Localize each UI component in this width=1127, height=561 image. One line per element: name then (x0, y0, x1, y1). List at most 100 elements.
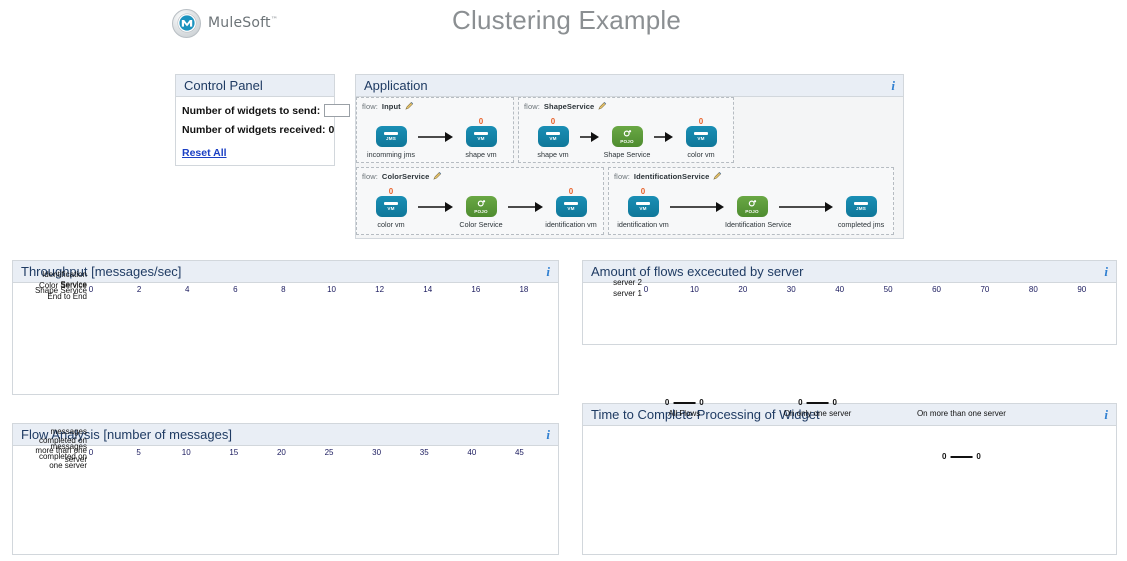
tick-label: 50 (883, 285, 893, 294)
category-label: messages completed on one server (38, 442, 87, 471)
brand-name: MuleSoft™ (208, 15, 278, 31)
throughput-header: Throughput [messages/sec] i (13, 261, 558, 283)
info-icon[interactable]: i (546, 426, 550, 442)
reset-all-link[interactable]: Reset All (182, 147, 227, 159)
pencil-edit-icon[interactable] (433, 171, 442, 182)
category-label: Identification Service (42, 270, 87, 289)
pencil-edit-icon[interactable] (598, 101, 607, 112)
info-icon[interactable]: i (1104, 263, 1108, 279)
tick-label: 6 (233, 285, 238, 294)
tick-label: 14 (423, 285, 433, 294)
time-to-complete-title: Time to Complete Processing of Widget (591, 407, 820, 422)
tick-label: 10 (327, 285, 336, 294)
tick-label: 20 (276, 448, 286, 457)
category-label: All Flows (668, 409, 701, 418)
flow-arrow (670, 202, 724, 212)
flows-by-server-header: Amount of flows excecuted by server i (583, 261, 1116, 283)
tick-label: 40 (467, 448, 477, 457)
page-title: Clustering Example (452, 5, 682, 35)
flow-node-badge (725, 187, 779, 196)
flow-node-vm-icon: VM (685, 126, 717, 147)
flow-node-badge (600, 117, 654, 126)
tick-label: 0 (88, 285, 94, 294)
flow-arrow (418, 202, 453, 212)
flow-node-label: Identification Service (725, 220, 792, 229)
tick-label: 80 (1028, 285, 1038, 294)
flow-node-pojo-icon: POJO (611, 126, 643, 147)
application-panel-title: Application (364, 78, 428, 93)
tick-label: 90 (1077, 285, 1087, 294)
flow-node-label: Shape Service (603, 150, 651, 159)
flow-node[interactable]: POJO Shape Service (600, 117, 654, 159)
flow-node-tag: POJO (745, 209, 759, 214)
tick-label: 20 (738, 285, 748, 294)
flow-name: Input (381, 102, 401, 111)
pencil-edit-icon[interactable] (405, 101, 414, 112)
category-label: On more than one server (916, 409, 1006, 418)
tick-label: 30 (372, 448, 382, 457)
info-icon[interactable]: i (891, 77, 895, 93)
tick-label: 45 (514, 448, 524, 457)
info-icon[interactable]: i (546, 263, 550, 279)
info-icon[interactable]: i (1104, 406, 1108, 422)
flows-by-server-title: Amount of flows excecuted by server (591, 264, 804, 279)
widgets-received-label: Number of widgets received: 0 (182, 124, 335, 136)
widgets-to-send-input[interactable] (324, 104, 351, 117)
flow-arrow (418, 132, 453, 142)
flow-label: flow:Input (357, 98, 513, 111)
control-panel-body: Number of widgets to send: Number of wid… (176, 97, 364, 165)
flow-node-label: color vm (687, 150, 715, 159)
widgets-to-send-label: Number of widgets to send: (182, 104, 321, 117)
flow-node-badge (364, 117, 418, 126)
flow-node-badge: 0 (698, 117, 704, 126)
category-label: server 2 (613, 277, 642, 287)
flow-node-tag: VM (697, 136, 705, 141)
flow-name: IdentificationService (633, 172, 710, 181)
time-marker-line (950, 455, 973, 458)
pencil-edit-icon[interactable] (713, 171, 722, 182)
tick-label: 70 (980, 285, 990, 294)
flow-node-label: color vm (377, 220, 405, 229)
flow-node-jms-icon: JMS (375, 126, 407, 147)
category-label: server 1 (613, 288, 642, 298)
flow-node[interactable]: POJO Identification Service (725, 187, 792, 229)
flow-name: ColorService (381, 172, 430, 181)
flow-arrow (779, 202, 833, 212)
flow-node-tag: POJO (620, 139, 634, 144)
time-marker-min: 0 (798, 398, 803, 407)
time-marker-line (806, 401, 829, 404)
flow-node-pojo-icon: POJO (736, 196, 768, 217)
flow-node-label: shape vm (537, 150, 569, 159)
time-marker-max: 0 (976, 452, 981, 461)
control-panel-header: Control Panel (176, 75, 334, 97)
time-marker-max: 0 (832, 398, 837, 407)
tick-label: 18 (519, 285, 529, 294)
tick-label: 8 (281, 285, 286, 294)
flow-node-badge: 0 (568, 187, 574, 196)
time-marker-min: 0 (941, 452, 947, 461)
flow-node-label: Color Service (459, 220, 503, 229)
flow-node-badge: 0 (550, 117, 556, 126)
tick-label: 5 (136, 448, 141, 457)
tick-label: 0 (643, 285, 649, 294)
application-panel-header: Application i (356, 75, 903, 97)
flow-keyword: flow: (362, 172, 378, 181)
flow-node-tag: VM (567, 206, 575, 211)
